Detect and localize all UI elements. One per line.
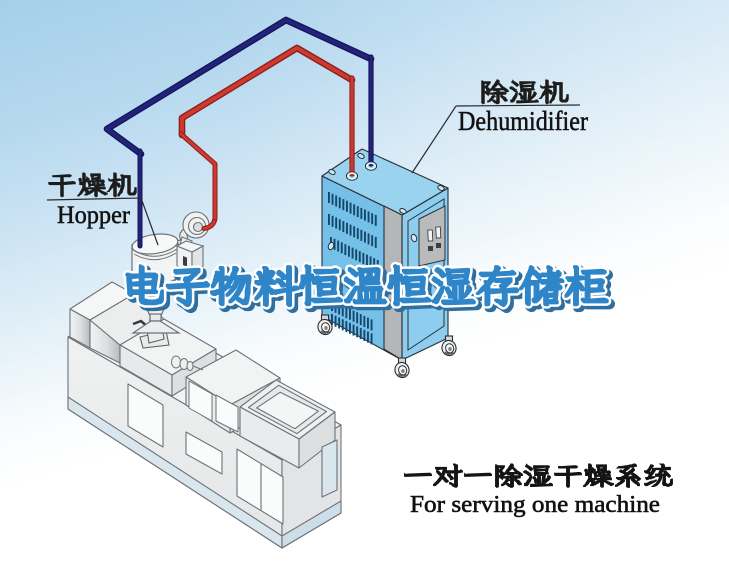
svg-text:Dehumidifier: Dehumidifier <box>458 106 588 136</box>
svg-text:For serving one machine: For serving one machine <box>410 492 660 518</box>
svg-text:Hopper: Hopper <box>57 202 131 229</box>
